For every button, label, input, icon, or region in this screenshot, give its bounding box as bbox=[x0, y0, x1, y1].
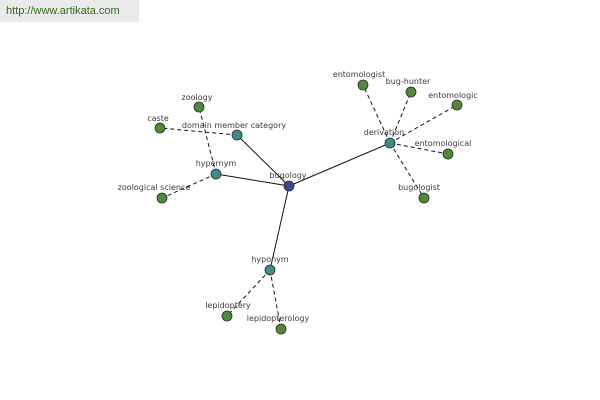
node-entomologic[interactable] bbox=[451, 99, 463, 111]
edge-derivation-entomologic bbox=[389, 104, 458, 144]
node-zoology[interactable] bbox=[193, 101, 205, 113]
label-bugology[interactable]: bugology bbox=[269, 171, 306, 180]
edge-domain-member-category-caste bbox=[159, 127, 238, 136]
label-entomological[interactable]: entomological bbox=[415, 139, 472, 148]
node-caste[interactable] bbox=[154, 122, 166, 134]
graph-edges bbox=[159, 84, 458, 330]
edge-hypernym-zoology bbox=[198, 106, 217, 175]
node-bugologist[interactable] bbox=[418, 192, 430, 204]
label-hypernym[interactable]: hypernym bbox=[196, 159, 237, 168]
edge-hypernym-zoological-science bbox=[161, 173, 217, 199]
node-bug-hunter[interactable] bbox=[405, 86, 417, 98]
node-bugology[interactable] bbox=[283, 180, 295, 192]
edge-derivation-entomologist bbox=[362, 84, 391, 144]
edge-hyponym-lepidoptery bbox=[226, 269, 271, 317]
edge-hyponym-lepidopterology bbox=[269, 269, 282, 330]
node-domain-member-category[interactable] bbox=[231, 129, 243, 141]
edge-derivation-entomological bbox=[389, 142, 449, 155]
edge-derivation-bugologist bbox=[389, 142, 425, 199]
label-lepidopterology[interactable]: lepidopterology bbox=[247, 314, 310, 323]
label-hyponym[interactable]: hyponym bbox=[251, 255, 289, 264]
label-zoology[interactable]: zoology bbox=[182, 93, 213, 102]
label-caste[interactable]: caste bbox=[147, 114, 169, 123]
node-zoological-science[interactable] bbox=[156, 192, 168, 204]
edge-bugology-derivation bbox=[288, 142, 391, 187]
node-entomologist[interactable] bbox=[357, 79, 369, 91]
node-derivation[interactable] bbox=[384, 137, 396, 149]
label-entomologic[interactable]: entomologic bbox=[428, 91, 478, 100]
label-domain-member-category[interactable]: domain member category bbox=[182, 121, 286, 130]
edge-derivation-bug-hunter bbox=[389, 91, 412, 144]
label-bug-hunter[interactable]: bug-hunter bbox=[386, 77, 431, 86]
node-hyponym[interactable] bbox=[264, 264, 276, 276]
label-lepidoptery[interactable]: lepidoptery bbox=[205, 301, 251, 310]
edge-bugology-hypernym bbox=[215, 173, 290, 187]
node-hypernym[interactable] bbox=[210, 168, 222, 180]
label-zoological-science[interactable]: zoological science bbox=[118, 183, 191, 192]
label-bugologist[interactable]: bugologist bbox=[398, 183, 440, 192]
site-url[interactable]: http://www.artikata.com bbox=[0, 0, 139, 22]
node-lepidoptery[interactable] bbox=[221, 310, 233, 322]
label-entomologist[interactable]: entomologist bbox=[333, 70, 385, 79]
graph-labels: zoology zoological science hypernym caste do… bbox=[118, 70, 478, 323]
edge-bugology-domain-member-category bbox=[236, 134, 290, 187]
label-derivation[interactable]: derivation bbox=[364, 128, 404, 137]
node-lepidopterology[interactable] bbox=[275, 323, 287, 335]
graph-nodes bbox=[154, 79, 463, 335]
node-entomological[interactable] bbox=[442, 148, 454, 160]
edge-bugology-hyponym bbox=[269, 185, 290, 271]
